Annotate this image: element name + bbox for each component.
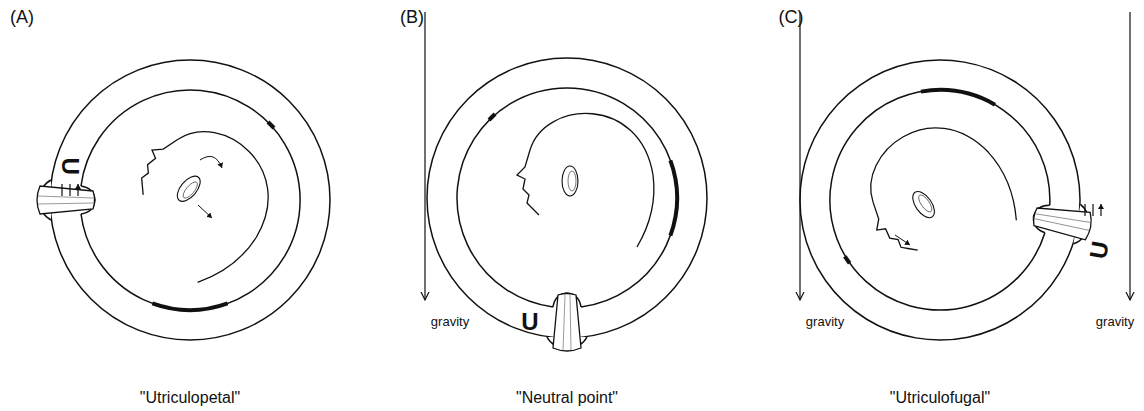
- gravity-label: gravity: [431, 315, 469, 329]
- gravity-label: gravity: [1096, 315, 1134, 329]
- utricle-label: U: [57, 157, 83, 174]
- panel-letter: (B): [400, 8, 424, 28]
- canal-c: [778, 38, 1115, 365]
- panel-caption: "Utriculopetal": [140, 389, 240, 407]
- gravity-label: gravity: [806, 315, 844, 329]
- panel-caption: "Neutral point": [516, 389, 618, 407]
- utricle-label: U: [521, 309, 538, 335]
- head-b: [517, 113, 654, 247]
- head-a: [106, 103, 297, 293]
- panel-letter: (A): [10, 8, 34, 28]
- panel-letter: (C): [779, 8, 804, 28]
- head-c: [841, 101, 1030, 289]
- canal-b: [427, 58, 707, 351]
- canal-a: [37, 60, 330, 340]
- utricle-label: U: [1085, 239, 1114, 261]
- panel-caption: "Utriculofugal": [890, 389, 990, 407]
